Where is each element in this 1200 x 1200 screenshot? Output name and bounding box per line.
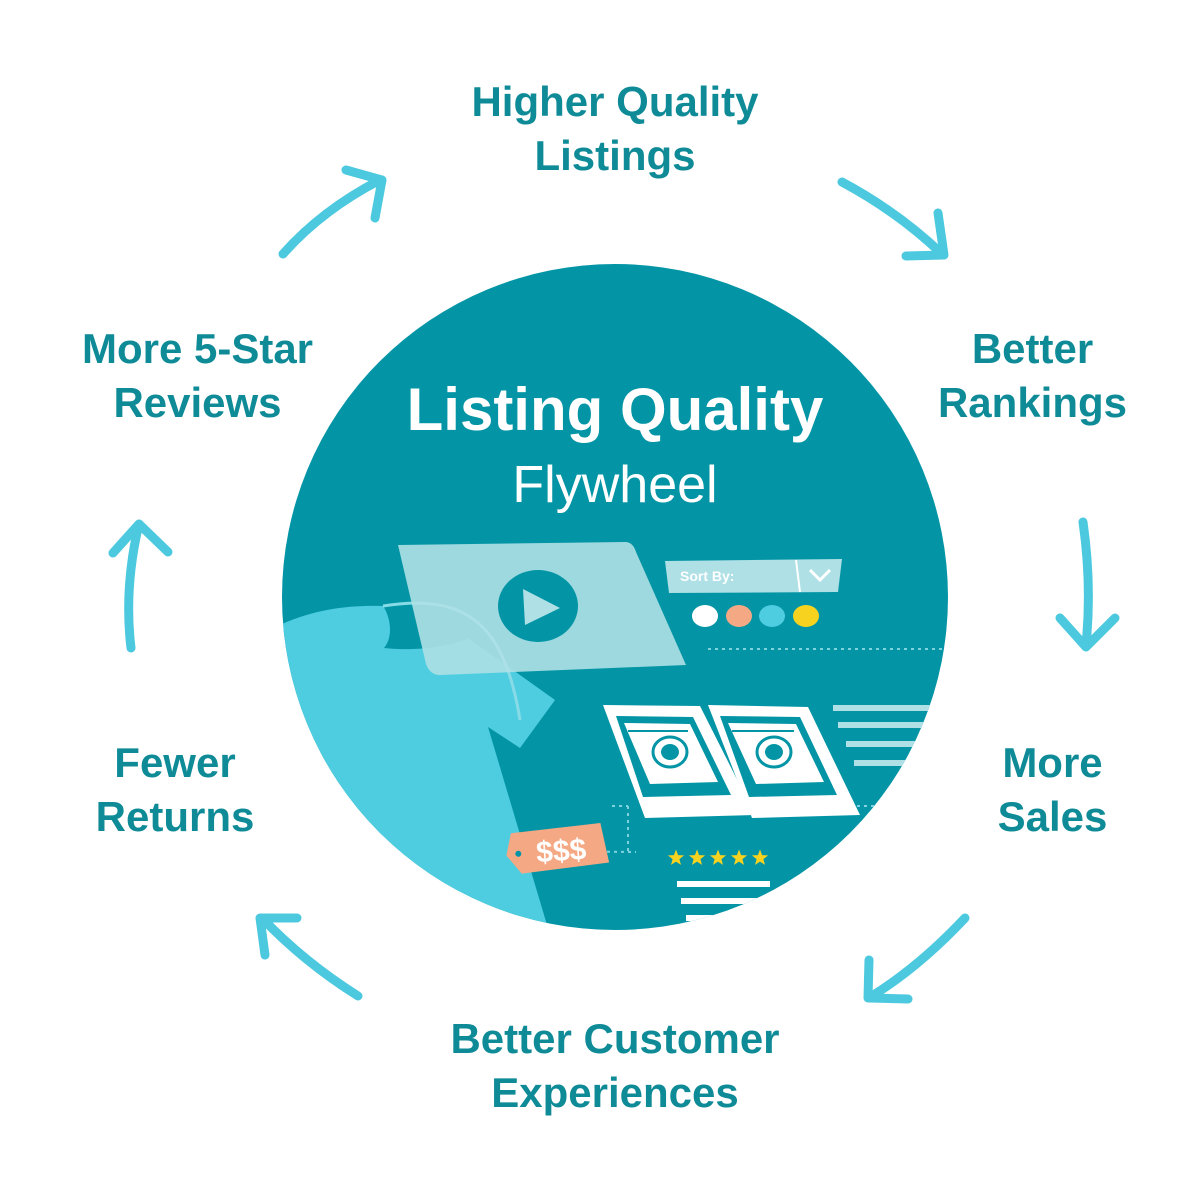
washing-machine-icon: [728, 723, 824, 784]
product-card: [708, 705, 860, 818]
node-line: Returns: [95, 793, 255, 840]
curved-arrow-icon: [863, 913, 970, 1004]
curved-arrow-icon: [1055, 517, 1120, 652]
price-tag: $$$: [506, 822, 610, 874]
curved-arrow-icon: [255, 913, 363, 1001]
node-fewer-returns: Fewer Returns: [70, 736, 280, 844]
node-line: Rankings: [937, 379, 1128, 426]
product-card: [603, 705, 755, 818]
curved-arrow-icon: [837, 177, 949, 261]
node-line: Better Customer: [450, 1015, 780, 1062]
washing-machine-icon: [624, 723, 718, 784]
node-line: Experiences: [491, 1069, 739, 1116]
node-line: Sales: [997, 793, 1108, 840]
star-icon: [688, 849, 706, 865]
sort-by-label: Sort By:: [680, 568, 734, 584]
node-more-sales: More Sales: [950, 736, 1155, 844]
curved-arrow-icon: [108, 519, 173, 653]
node-line: Reviews: [113, 379, 282, 426]
star-icon: [730, 849, 748, 865]
curved-arrow-icon: [278, 165, 387, 259]
node-line: Higher Quality: [471, 78, 759, 125]
node-line: Better: [971, 325, 1094, 372]
video-screen-card: [398, 542, 686, 675]
node-line: More: [1002, 739, 1103, 786]
node-more-5-star-reviews: More 5-Star Reviews: [50, 322, 345, 430]
color-swatches: [692, 605, 819, 627]
price-tag-label: $$$: [535, 833, 588, 869]
star-icon: [667, 849, 685, 865]
star-icon: [709, 849, 727, 865]
node-better-customer-experiences: Better Customer Experiences: [385, 1012, 845, 1120]
sort-by-dropdown: Sort By:: [665, 559, 842, 593]
node-higher-quality-listings: Higher Quality Listings: [415, 75, 815, 183]
node-line: Fewer: [114, 739, 236, 786]
diagram-title: Listing Quality: [407, 376, 824, 443]
star-icon: [751, 849, 769, 865]
node-line: Listings: [534, 132, 696, 179]
chevron-down-icon: [808, 568, 832, 583]
listing-illustration: Sort By:: [282, 542, 948, 930]
play-icon: [523, 589, 560, 625]
node-line: More 5-Star: [81, 325, 314, 372]
diagram-subtitle: Flywheel: [512, 456, 717, 514]
rating-stars: [667, 849, 769, 865]
node-better-rankings: Better Rankings: [905, 322, 1160, 430]
